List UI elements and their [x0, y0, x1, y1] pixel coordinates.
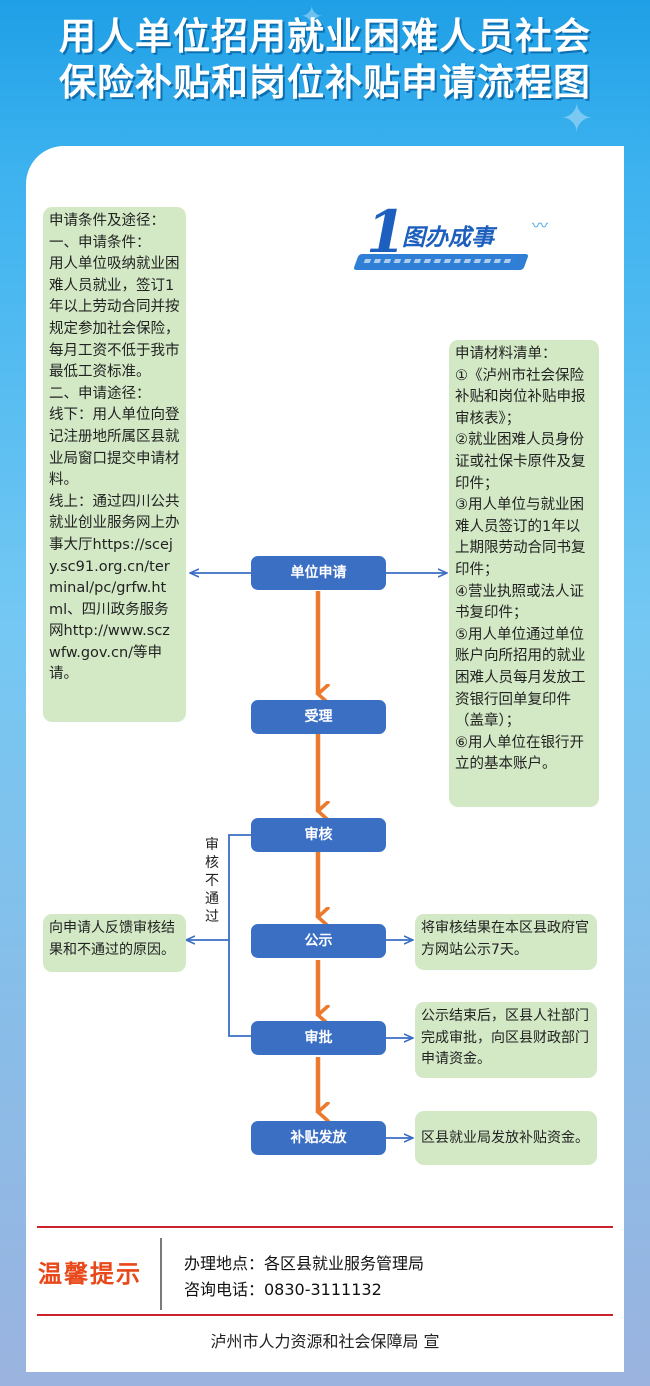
materials-box: 申请材料清单： ①《泸州市社会保险补贴和岗位补贴申报审核表》； ②就业困难人员身…	[449, 340, 599, 807]
step-apply: 单位申请	[251, 556, 386, 590]
logo-number: 1	[366, 198, 407, 266]
step-review: 审核	[251, 818, 386, 852]
title-line-1: 用人单位招用就业困难人员社会	[59, 15, 591, 58]
decor-star-icon: ✦	[560, 96, 594, 142]
step-disburse: 补贴发放	[251, 1121, 386, 1155]
step-accept: 受理	[251, 700, 386, 734]
title-line-2: 保险补贴和岗位补贴申请流程图	[59, 61, 591, 104]
reject-label: 审核不通过	[205, 837, 219, 925]
tips-separator	[160, 1238, 162, 1310]
bird-icon: 〰	[532, 216, 549, 235]
divider-bottom	[37, 1314, 613, 1316]
step-approve: 审批	[251, 1021, 386, 1055]
page-title: 用人单位招用就业困难人员社会 保险补贴和岗位补贴申请流程图	[0, 14, 650, 106]
tips-location: 办理地点：各区县就业服务管理局	[184, 1254, 425, 1273]
one-picture-logo: 1 图办成事 〰	[353, 198, 556, 278]
note-reject: 向申请人反馈审核结果和不通过的原因。	[43, 914, 186, 972]
step-publicize: 公示	[251, 924, 386, 958]
footer-credit: 泸州市人力资源和社会保障局 宣	[210, 1332, 440, 1351]
note-disburse: 区县就业局发放补贴资金。	[415, 1111, 597, 1165]
note-approve: 公示结束后，区县人社部门完成审批，向区县财政部门申请资金。	[415, 1002, 597, 1078]
divider-top	[37, 1226, 613, 1228]
conditions-box: 申请条件及途径： 一、申请条件： 用人单位吸纳就业困难人员就业，签订1年以上劳动…	[43, 207, 186, 722]
tips-title: 温馨提示	[38, 1260, 142, 1288]
logo-text: 图办成事	[402, 225, 494, 251]
tips-phone: 咨询电话：0830-3111132	[184, 1280, 382, 1299]
note-publicize: 将审核结果在本区县政府官方网站公示7天。	[415, 914, 597, 970]
reject-loop	[228, 834, 251, 1037]
decor-star-icon: ✦	[300, 0, 324, 33]
